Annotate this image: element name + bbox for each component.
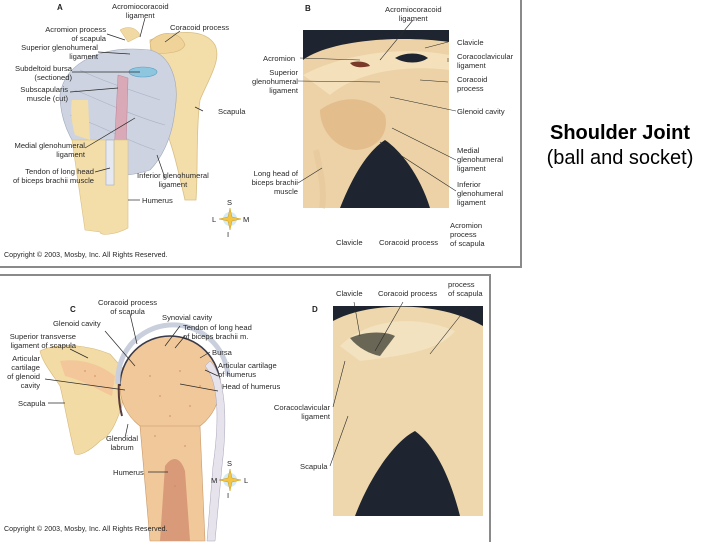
copyright-notice-top: Copyright © 2003, Mosby, Inc. All Rights…: [4, 252, 168, 259]
label-b-coracoid-process: Coracoid process: [457, 75, 488, 93]
copyright-notice-bottom: Copyright © 2003, Mosby, Inc. All Rights…: [4, 526, 168, 533]
label-acromiocoracoid-ligament: Acromiocoracoid ligament: [112, 2, 169, 20]
panel-letter-c: C: [70, 305, 76, 314]
label-scapula: Scapula: [218, 107, 246, 116]
shoulder-illustration-c-d: [39, 301, 483, 542]
compass-lateral: L: [212, 215, 217, 224]
label-d-coracoid-process: Coracoid process: [378, 289, 438, 298]
label-b-clavicle: Clavicle: [457, 38, 484, 47]
label-c-head-of-humerus: Head of humerus: [222, 382, 281, 391]
label-c-coracoid-process: Coracoid process of scapula: [98, 298, 158, 316]
compass-medial: M: [211, 476, 218, 485]
label-humerus: Humerus: [142, 196, 173, 205]
orientation-compass-a: S I L M: [210, 198, 250, 239]
panel-letter-a: A: [57, 3, 63, 12]
panel-letter-b: B: [305, 4, 311, 13]
compass-medial: M: [243, 215, 250, 224]
label-b-acromiocoracoid-ligament: Acromiocoracoid ligament: [385, 5, 442, 23]
label-d-clavicle: Clavicle: [336, 289, 363, 298]
slide-title: Shoulder Joint (ball and socket): [528, 120, 712, 170]
label-c-articular-cartilage-glenoid: Articular cartilage of glenoid cavity: [7, 354, 40, 390]
label-superior-glenohumeral-ligament: Superior glenohumeral ligament: [21, 43, 98, 61]
label-c-tendon-long-head-biceps: Tendon of long head of biceps brachii m.: [183, 323, 252, 341]
compass-inferior: I: [227, 230, 230, 239]
figure-panel-ab: A Acromiocoracoid ligament Acromion proc…: [0, 0, 522, 268]
label-b-glenoid-cavity: Glenoid cavity: [457, 107, 505, 116]
label-d-acromion-process: process of scapula: [448, 280, 483, 298]
label-c-synovial-cavity: Synovial cavity: [162, 313, 213, 322]
compass-inferior: I: [227, 491, 230, 500]
label-d-acromion-process-overflow: Acromion process of scapula: [450, 221, 485, 248]
label-medial-glenohumeral-ligament: Medial glenohumeral ligament: [14, 141, 86, 159]
figure-panel-cd: C Coracoid process of scapula Glenoid ca…: [0, 274, 491, 542]
label-subdeltoid-bursa: Subdeltoid bursa (sectioned): [15, 64, 72, 82]
compass-lateral: L: [244, 476, 249, 485]
label-c-scapula: Scapula: [18, 399, 46, 408]
title-subtitle: (ball and socket): [546, 147, 694, 169]
orientation-compass-c: S I M L: [210, 459, 250, 500]
label-d-coracoid-process-overflow: Coracoid process: [379, 238, 439, 247]
label-c-bursa: Bursa: [212, 348, 232, 357]
label-c-articular-cartilage-humerus: Articular cartilage of humerus: [218, 361, 277, 379]
label-d-clavicle-overflow: Clavicle: [336, 238, 363, 247]
label-b-long-head-biceps: Long head of biceps brachii muscle: [251, 169, 298, 196]
label-c-humerus: Humerus: [113, 468, 144, 477]
label-c-glenoid-cavity: Glenoid cavity: [53, 319, 101, 328]
shoulder-illustration-a-b: [59, 17, 457, 235]
label-subscapularis-muscle: Subscapularis muscle (cut): [20, 85, 68, 103]
compass-superior: S: [227, 198, 233, 207]
label-d-coracoclavicular-ligament: Coracoclavicular ligament: [273, 403, 330, 421]
label-b-inferior-glenohumeral-ligament: Inferior glenohumeral ligament: [457, 180, 504, 207]
label-b-medial-glenohumeral-ligament: Medial glenohumeral ligament: [457, 146, 504, 173]
label-c-glenoidal-labrum: Glenoidal labrum: [106, 434, 139, 452]
label-inferior-glenohumeral-ligament: Inferior glenohumeral ligament: [137, 171, 209, 189]
label-b-superior-glenohumeral-ligament: Superior glenohumeral ligament: [251, 68, 298, 95]
title-main: Shoulder Joint: [550, 122, 690, 144]
label-b-coracoclavicular-ligament: Coracoclavicular ligament: [457, 52, 514, 70]
label-c-superior-transverse-ligament: Superior transverse ligament of scapula: [9, 332, 76, 350]
label-tendon-long-head-biceps: Tendon of long head of biceps brachii mu…: [12, 167, 94, 185]
label-acromion-process: Acromion process of scapula: [45, 25, 106, 43]
compass-star-icon: [218, 207, 242, 231]
label-b-acromion: Acromion: [263, 54, 296, 63]
compass-superior: S: [227, 459, 233, 468]
compass-star-icon: [218, 468, 242, 492]
label-d-scapula: Scapula: [300, 462, 328, 471]
label-coracoid-process: Coracoid process: [170, 23, 230, 32]
panel-letter-d: D: [312, 305, 318, 314]
